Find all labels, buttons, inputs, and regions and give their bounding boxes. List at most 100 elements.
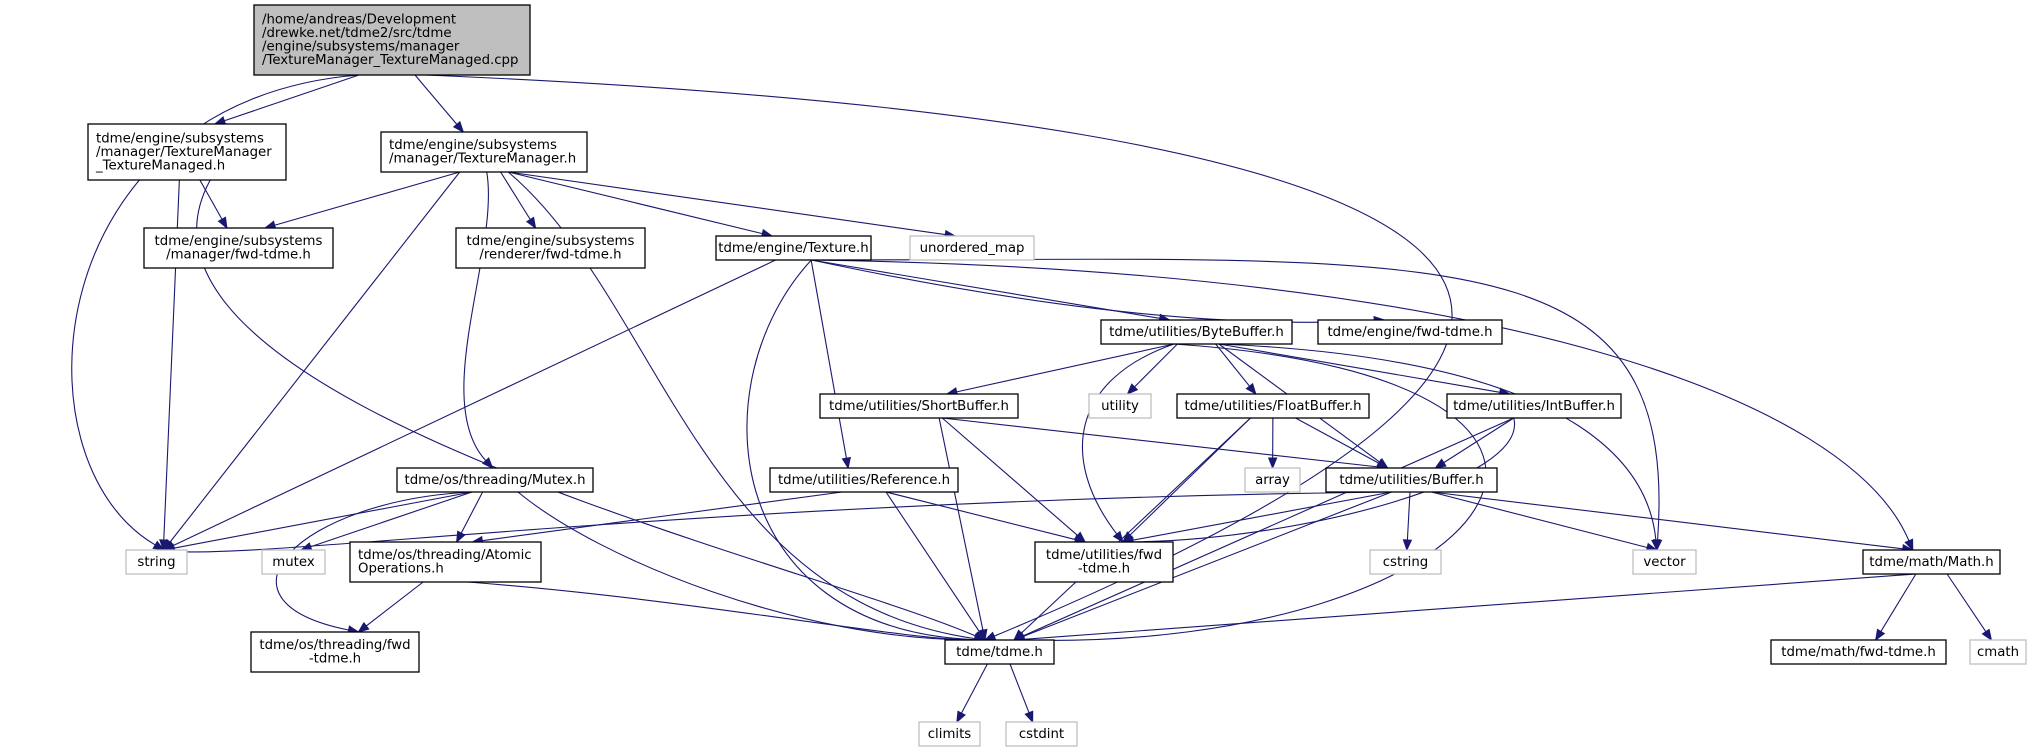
edge-line <box>463 171 489 462</box>
edge-arrowhead <box>841 456 851 470</box>
node-tdme-h[interactable]: tdme/tdme.h <box>944 639 1055 665</box>
edge-line <box>365 581 424 627</box>
edge-line <box>500 171 531 220</box>
edge-line <box>508 171 763 235</box>
edge-math-h-to-math-fwd <box>1875 573 1917 642</box>
node-reference[interactable]: tdme/utilities/Reference.h <box>769 467 959 493</box>
edge-line <box>1020 417 1251 634</box>
node-box <box>1176 393 1370 419</box>
node-mutex-h[interactable]: tdme/os/threading/Mutex.h <box>396 467 594 493</box>
node-label: _TextureManaged.h <box>95 158 225 173</box>
node-box <box>769 467 959 493</box>
node-box <box>944 639 1055 665</box>
node-texture-h[interactable]: tdme/engine/Texture.h <box>715 235 872 261</box>
edge-line <box>1218 343 1657 541</box>
node-box <box>261 549 326 575</box>
edge-line <box>811 259 1160 319</box>
edge-line <box>941 417 1078 536</box>
node-label: tdme/math/fwd-tdme.h <box>1781 645 1936 660</box>
edge-line <box>482 491 843 542</box>
edge-line <box>467 581 975 641</box>
edge-atomic-to-tdme-h <box>467 581 987 645</box>
node-threading-fwd[interactable]: tdme/os/threading/fwd-tdme.h <box>250 631 420 673</box>
edge-line <box>196 179 976 637</box>
edge-line <box>961 663 988 714</box>
node-tm-h[interactable]: tdme/engine/subsystems/manager/TextureMa… <box>380 131 588 173</box>
edge-line <box>942 417 1378 468</box>
node-box <box>349 541 542 583</box>
edge-line <box>1218 343 1500 393</box>
node-label: tdme/utilities/IntBuffer.h <box>1453 399 1615 414</box>
node-label: cstring <box>1383 555 1428 570</box>
node-renderer-fwd[interactable]: tdme/engine/subsystems/renderer/fwd-tdme… <box>455 227 646 269</box>
edge-arrowhead <box>1126 383 1139 395</box>
edge-line <box>1132 417 1516 543</box>
edge-buffer-to-string <box>162 491 1392 556</box>
node-math-fwd[interactable]: tdme/math/fwd-tdme.h <box>1770 639 1947 665</box>
node-box <box>1034 541 1174 583</box>
edge-arrowhead <box>357 621 370 633</box>
node-label: -tdme.h <box>1078 562 1130 577</box>
node-box <box>87 123 287 181</box>
node-intbuffer[interactable]: tdme/utilities/IntBuffer.h <box>1446 393 1622 419</box>
edge-floatbuffer-to-buffer <box>1295 417 1389 469</box>
edge-root-to-string <box>71 74 360 551</box>
edge-line <box>1009 663 1030 713</box>
edge-line <box>1215 343 1250 387</box>
edge-reference-to-tdme-h <box>885 491 986 642</box>
edge-line <box>956 343 1175 393</box>
edge-shortbuffer-to-buffer <box>942 417 1389 472</box>
node-cstring: cstring <box>1369 549 1442 575</box>
node-label: mutex <box>272 555 315 570</box>
node-label: tdme/os/threading/fwd <box>259 638 410 653</box>
node-label: /drewke.net/tdme2/src/tdme <box>262 26 452 41</box>
edge-line <box>1295 417 1380 464</box>
node-engine-fwd[interactable]: tdme/engine/fwd-tdme.h <box>1317 319 1503 345</box>
node-label: /manager/fwd-tdme.h <box>166 248 311 263</box>
edge-line <box>938 417 984 631</box>
node-label: tdme/engine/subsystems <box>389 138 557 153</box>
edge-arrowhead <box>525 216 537 230</box>
node-math-h[interactable]: tdme/math/Math.h <box>1862 549 2001 575</box>
node-label: tdme/engine/Texture.h <box>718 241 868 256</box>
edge-line <box>274 171 460 226</box>
node-box <box>715 235 872 261</box>
node-mgr-fwd[interactable]: tdme/engine/subsystems/manager/fwd-tdme.… <box>143 227 334 269</box>
node-shortbuffer[interactable]: tdme/utilities/ShortBuffer.h <box>819 393 1019 419</box>
edge-floatbuffer-to-tdme-h <box>1013 417 1251 641</box>
node-label: tdme/utilities/ShortBuffer.h <box>829 399 1009 414</box>
node-root[interactable]: /home/andreas/Development/drewke.net/tdm… <box>253 4 531 76</box>
node-label: climits <box>928 727 972 742</box>
node-cstdint: cstdint <box>1005 721 1078 747</box>
edge-line <box>885 491 1076 541</box>
node-floatbuffer[interactable]: tdme/utilities/FloatBuffer.h <box>1176 393 1370 419</box>
node-label: /manager/TextureManager <box>96 145 272 160</box>
edge-bytebuffer-to-shortbuffer <box>945 343 1175 397</box>
node-vector: vector <box>1632 549 1697 575</box>
edge-buffer-to-math-h <box>1431 491 1915 554</box>
edge-line <box>414 74 458 125</box>
node-label: tdme/engine/subsystems <box>96 131 264 146</box>
edge-line <box>1134 343 1178 388</box>
node-bytebuffer[interactable]: tdme/utilities/ByteBuffer.h <box>1100 319 1293 345</box>
node-box <box>909 235 1035 261</box>
node-label: tdme/os/threading/Mutex.h <box>404 473 585 488</box>
edge-intbuffer-to-buffer <box>1434 417 1515 469</box>
node-buffer[interactable]: tdme/utilities/Buffer.h <box>1325 467 1498 493</box>
node-tm-managed-h[interactable]: tdme/engine/subsystems/manager/TextureMa… <box>87 123 287 181</box>
node-label: unordered_map <box>920 241 1025 256</box>
edge-line <box>811 259 1375 323</box>
edge-line <box>172 259 776 547</box>
edge-atomic-to-threading-fwd <box>357 581 424 633</box>
node-util-fwd[interactable]: tdme/utilities/fwd-tdme.h <box>1034 541 1174 583</box>
edge-arrowhead <box>956 710 966 724</box>
node-label: Operations.h <box>358 562 444 577</box>
edge-line <box>173 491 1392 553</box>
edge-arrowhead <box>975 628 986 642</box>
node-label: utility <box>1101 399 1139 414</box>
edge-math-h-to-cmath <box>1946 573 1993 642</box>
edge-arrowhead <box>1402 539 1413 552</box>
node-label: tdme/utilities/Buffer.h <box>1339 473 1483 488</box>
node-box <box>143 227 334 269</box>
